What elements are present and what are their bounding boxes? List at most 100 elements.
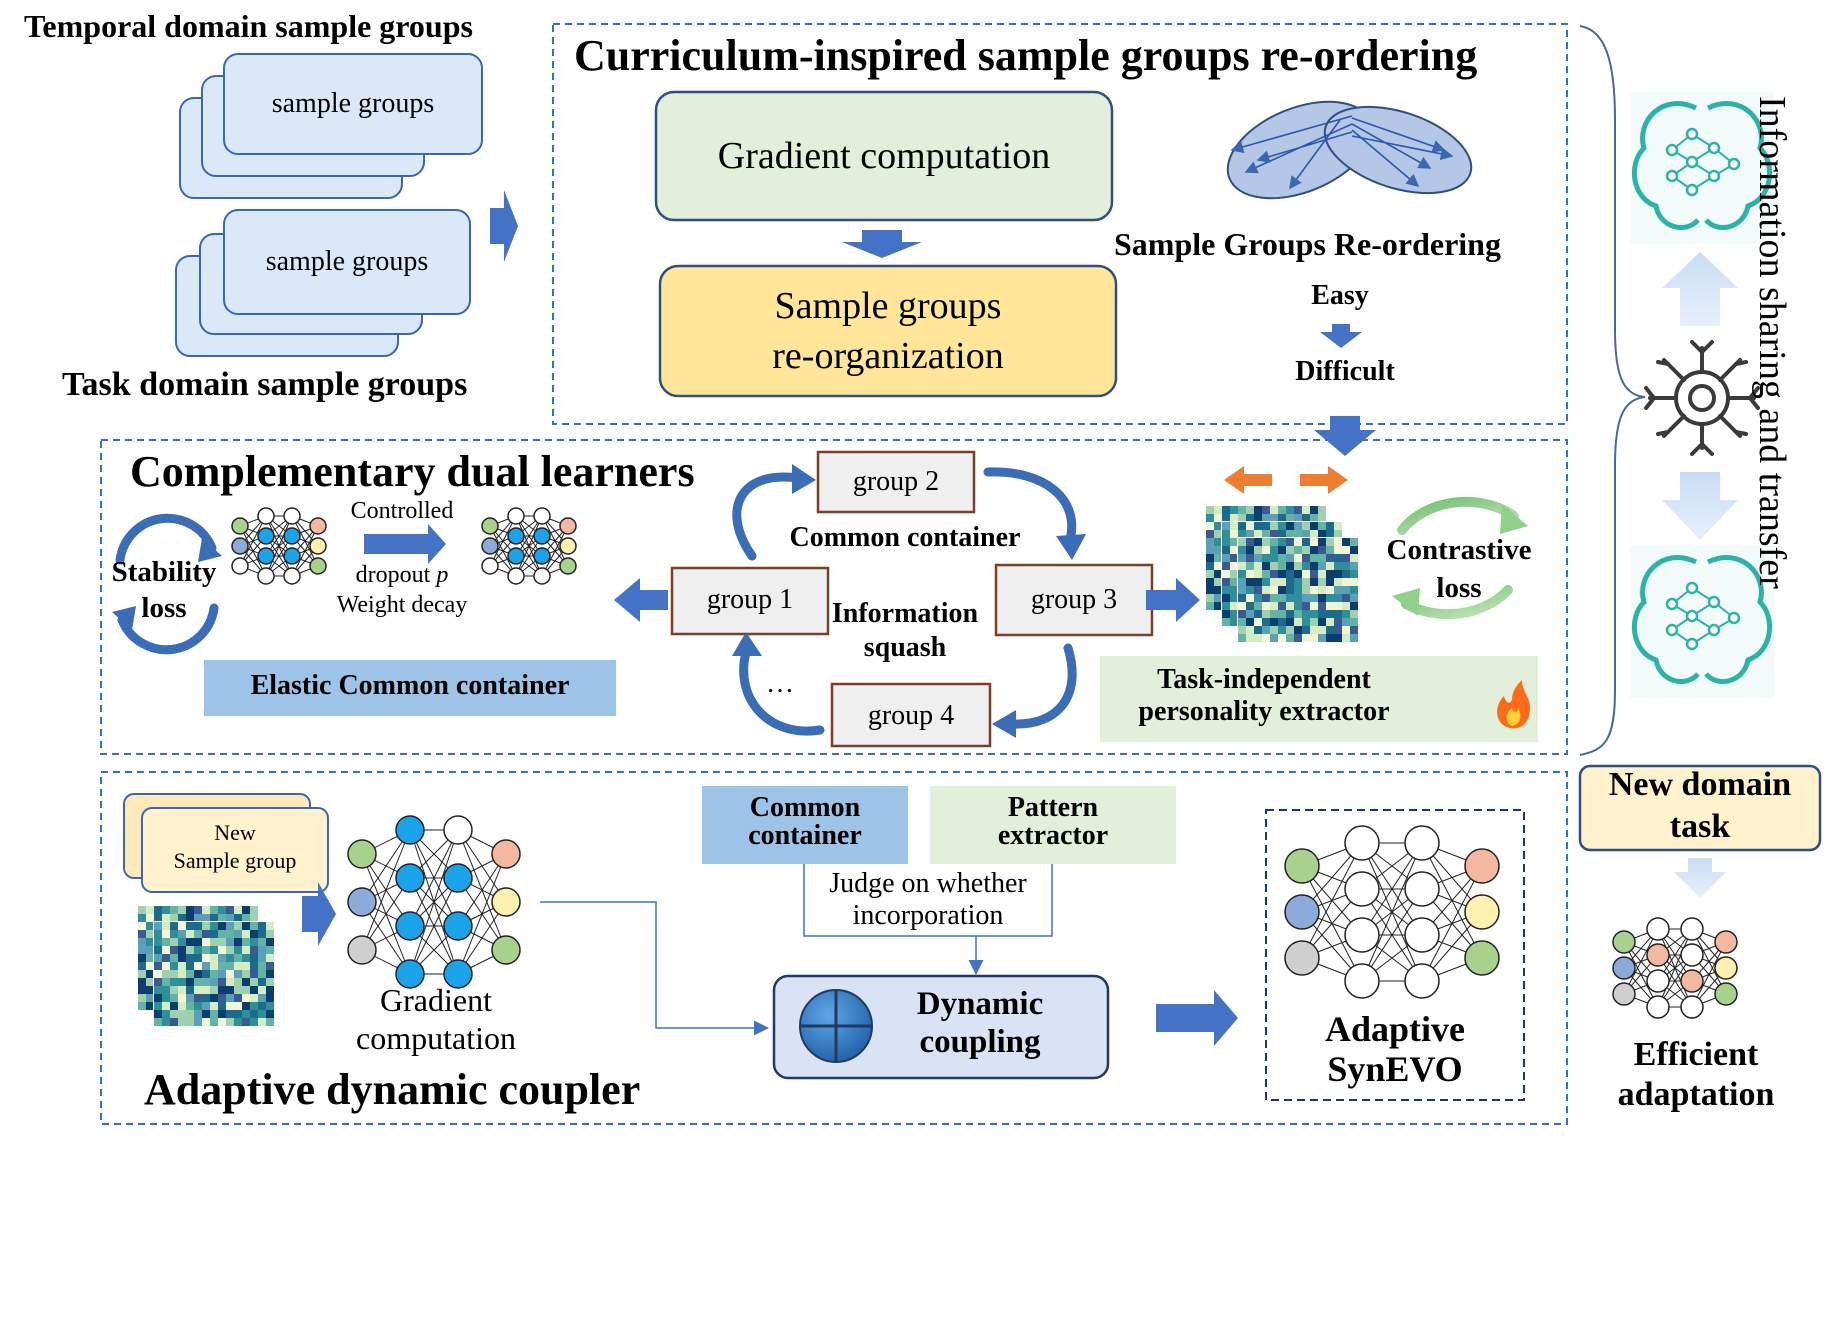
network-node: [1404, 963, 1440, 999]
network-node: [1344, 963, 1380, 999]
group4-label: group 4: [867, 700, 955, 731]
orange-left-arrow: [1224, 466, 1272, 494]
coupling-to-synevo-arrow: [1156, 990, 1238, 1046]
network-node: [533, 507, 551, 525]
synevo-frame: [1265, 809, 1525, 1101]
dynamic-line1: Dynamic: [916, 986, 1044, 1022]
network-brain-icon-bottom: [1630, 546, 1774, 698]
network-node: [481, 537, 499, 555]
contrastive-arrowhead-1: [1500, 504, 1528, 534]
reordering-ellipses-icon: [1226, 100, 1473, 200]
pattern-line2: extractor: [997, 820, 1109, 851]
reorganization-box: [658, 264, 1118, 398]
pattern-extractor-bg: [930, 786, 1176, 864]
network-node: [1404, 825, 1440, 861]
group-cycle-arrowheads: [732, 464, 1086, 738]
dual-title: Complementary dual learners: [130, 447, 695, 496]
pattern-line1: Pattern: [1007, 792, 1099, 823]
dropout-p: p: [436, 562, 449, 588]
network-node: [1284, 894, 1320, 930]
network-node: [231, 537, 249, 555]
ellipsis-label: …: [766, 668, 794, 699]
group2-box: [816, 450, 976, 514]
stack2-label: sample groups: [265, 246, 429, 277]
group3-to-right-arrow: [1146, 578, 1200, 622]
shared-core-icon: [1644, 340, 1760, 456]
gradient-line2: computation: [356, 1020, 516, 1056]
stack1-label: sample groups: [271, 88, 435, 119]
network-node: [481, 557, 499, 575]
network-node: [443, 959, 473, 989]
network-node: [507, 507, 525, 525]
group1-label: group 1: [706, 584, 794, 615]
network-node: [257, 527, 275, 545]
vertical-label: Information sharing and transfer: [1751, 96, 1793, 589]
stability-arrowhead-2: [112, 606, 136, 630]
network-node: [533, 527, 551, 545]
contrastive-arrowhead-2: [1392, 588, 1420, 616]
efficient-line2: adaptation: [1617, 1076, 1775, 1113]
network-node: [283, 507, 301, 525]
network-node: [309, 557, 327, 575]
gradient-box-label: Gradient computation: [717, 135, 1051, 177]
network-node: [507, 527, 525, 545]
network-node: [231, 557, 249, 575]
new-task-line1: New domain: [1608, 766, 1792, 803]
dynamic-line2: coupling: [919, 1024, 1041, 1060]
weight-decay-label: Weight decay: [336, 592, 468, 618]
task-to-efficient-arrow: [1674, 858, 1726, 898]
network-node: [443, 863, 473, 893]
network-node: [1714, 956, 1738, 980]
dropout-text: dropout: [355, 562, 431, 588]
judge-line2: incorporation: [852, 900, 1004, 931]
plastic-learner-network-icon: [481, 507, 577, 585]
network-node: [1612, 956, 1636, 980]
up-fade-arrow: [1662, 252, 1738, 326]
temporal-sample-stack: [179, 53, 483, 199]
network-node: [491, 839, 521, 869]
new-sample-to-network-arrow: [302, 882, 336, 946]
network-node: [1646, 943, 1670, 967]
network-node: [1464, 940, 1500, 976]
reordering-label: Sample Groups Re-ordering: [1114, 226, 1501, 262]
reorg-line1: Sample groups: [774, 285, 1002, 327]
new-task-line2: task: [1669, 808, 1731, 845]
network-node: [507, 547, 525, 565]
efficient-network-icon: [1612, 917, 1738, 1019]
network-node: [283, 567, 301, 585]
reorg-line2: re-organization: [772, 335, 1004, 377]
curriculum-title: Curriculum-inspired sample groups re-ord…: [574, 31, 1478, 80]
network-node: [1680, 943, 1704, 967]
network-node: [507, 567, 525, 585]
network-node: [347, 887, 377, 917]
network-node: [309, 517, 327, 535]
network-node: [283, 527, 301, 545]
network-node: [1464, 894, 1500, 930]
curriculum-to-dual-arrow: [1314, 416, 1376, 456]
new-line1: New: [214, 820, 256, 845]
judge-bracket: [803, 864, 1053, 937]
network-node: [1284, 940, 1320, 976]
coupler-frame: [100, 771, 1568, 1125]
stability-loss-cycle: [115, 513, 219, 655]
stable-learner-network-icon: [231, 507, 327, 585]
network-node: [1464, 848, 1500, 884]
network-node: [257, 507, 275, 525]
extractor-line2: personality extractor: [1138, 696, 1390, 727]
network-node: [1404, 871, 1440, 907]
network-node: [283, 547, 301, 565]
orange-right-arrow: [1300, 466, 1348, 494]
network-node: [1612, 982, 1636, 1006]
temporal-title: Temporal domain sample groups: [24, 8, 473, 44]
network-node: [257, 547, 275, 565]
network-to-coupling-connector: [540, 901, 769, 1036]
synevo-network-icon: [1284, 825, 1500, 999]
network-node: [1344, 917, 1380, 953]
group3-box: [994, 563, 1154, 637]
judge-line1: Judge on whether: [829, 868, 1027, 899]
network-node: [443, 911, 473, 941]
network-node: [559, 537, 577, 555]
network-node: [1680, 995, 1704, 1019]
network-node: [1284, 848, 1320, 884]
